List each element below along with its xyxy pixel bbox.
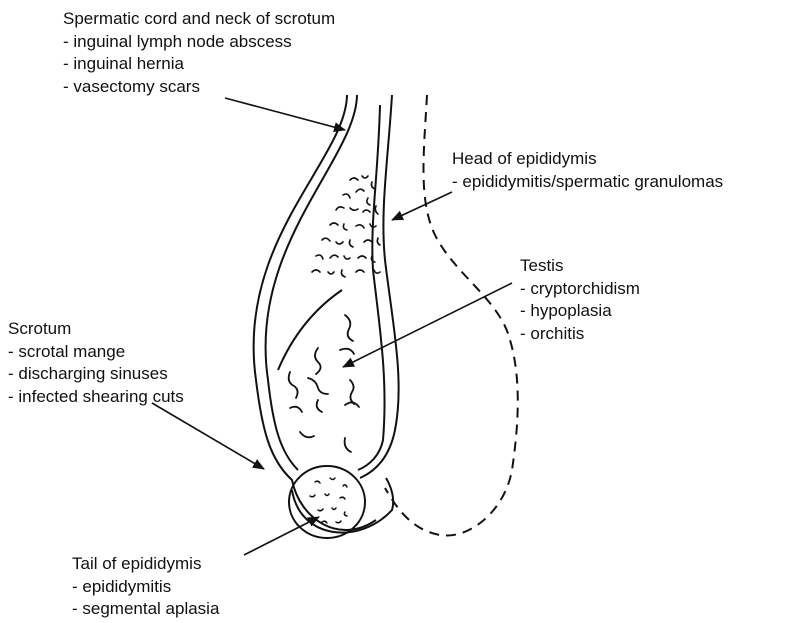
testis-item: - cryptorchidism [520,278,640,301]
arrow-testis [343,283,512,367]
arrow-tail-epididymis [244,517,319,555]
testis-texture [289,315,359,452]
testis-border [278,290,342,370]
testis-item: - orchitis [520,323,640,346]
head-epididymis-label: Head of epididymis - epididymitis/sperma… [452,148,723,193]
tail-epididymis-label: Tail of epididymis - epididymitis - segm… [72,553,219,621]
scrotum-label: Scrotum - scrotal mange - discharging si… [8,318,184,408]
head-epididymis-title: Head of epididymis [452,148,723,171]
tail-epididymis-item: - epididymitis [72,576,219,599]
spermatic-cord-item: - vasectomy scars [63,76,335,99]
testis-title: Testis [520,255,640,278]
tail-epididymis-texture [310,478,347,523]
testis-label: Testis - cryptorchidism - hypoplasia - o… [520,255,640,345]
scrotal-wall-inner [266,95,357,470]
scrotum-title: Scrotum [8,318,184,341]
head-epididymis-texture [312,176,380,277]
arrow-head-epididymis [392,192,452,220]
cord-right [358,105,385,470]
head-epididymis-item: - epididymitis/spermatic granulomas [452,171,723,194]
arrow-spermatic-cord [225,98,345,130]
spermatic-cord-item: - inguinal lymph node abscess [63,31,335,54]
spermatic-cord-item: - inguinal hernia [63,53,335,76]
scrotal-wall-right [360,95,399,478]
spermatic-cord-title: Spermatic cord and neck of scrotum [63,8,335,31]
arrow-scrotum [152,403,264,469]
scrotum-item: - scrotal mange [8,341,184,364]
spermatic-cord-label: Spermatic cord and neck of scrotum - ing… [63,8,335,98]
tail-epididymis-title: Tail of epididymis [72,553,219,576]
testis-item: - hypoplasia [520,300,640,323]
tail-epididymis-item: - segmental aplasia [72,598,219,621]
scrotum-item: - infected shearing cuts [8,386,184,409]
scrotum-item: - discharging sinuses [8,363,184,386]
